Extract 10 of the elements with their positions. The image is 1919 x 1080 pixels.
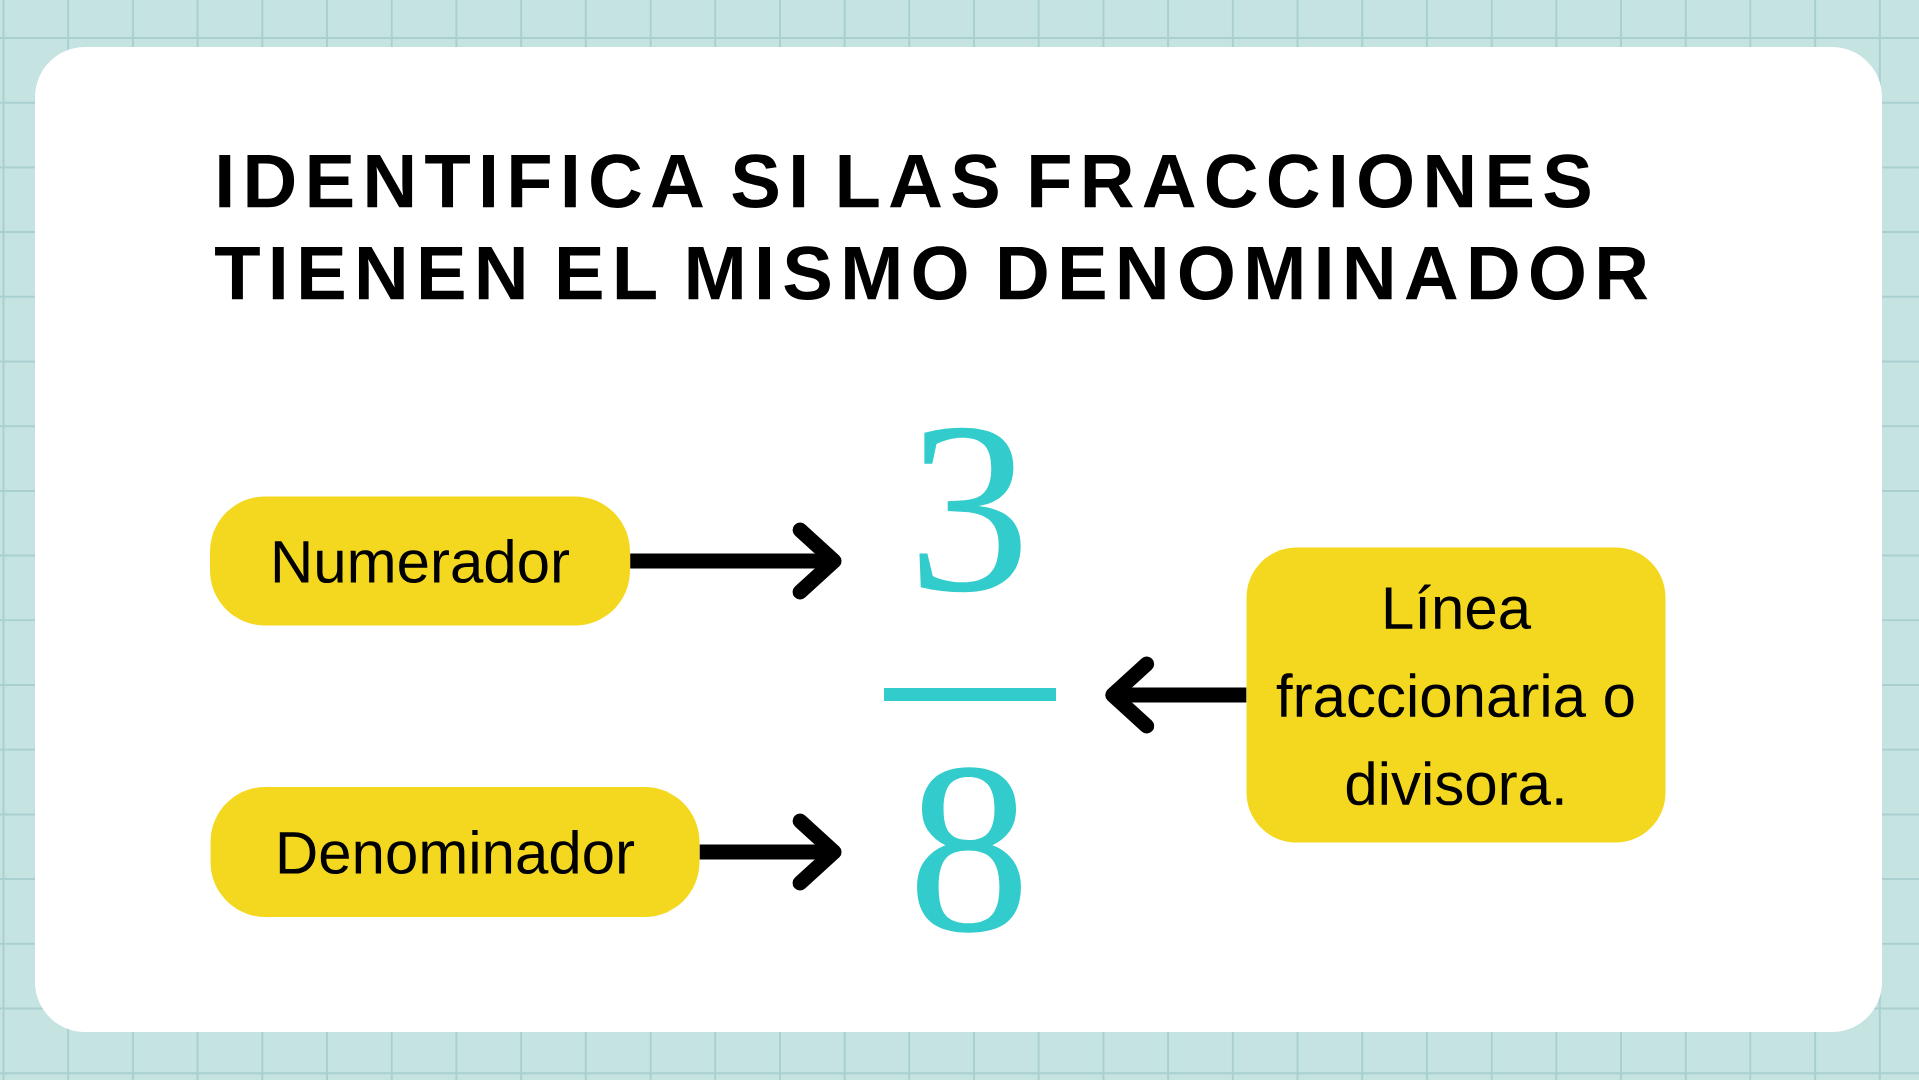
numeral: 8: [917, 767, 1021, 933]
title: IDENTIFICA SI LAS FRACCIONES TIENEN EL MISMO DENOMINADOR: [215, 154, 1648, 300]
arrow: [630, 522, 842, 600]
numeral: 3: [919, 427, 1021, 593]
label-box: Línea fraccionaria o divisora.: [1246, 547, 1666, 843]
arrow: [1105, 656, 1247, 734]
label-box: Numerador: [210, 496, 630, 626]
arrow: [699, 813, 842, 891]
label-box: Denominador: [210, 787, 700, 917]
fraction-bar: [884, 688, 1056, 701]
